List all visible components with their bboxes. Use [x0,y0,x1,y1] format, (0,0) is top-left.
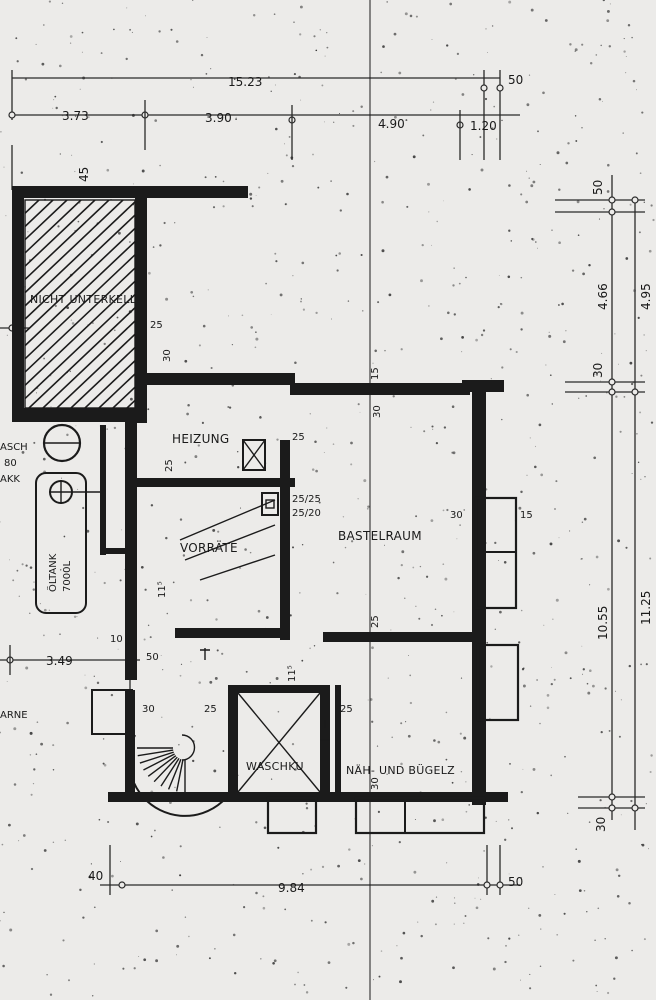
dim-seg-2: 3.90 [205,111,232,125]
chimney [261,492,279,516]
wall-30e: 30 [370,777,381,790]
spiral-staircase [91,689,236,817]
window-right-2 [476,643,520,722]
wall-2520: 25/20 [292,508,321,519]
dim-left-50: 50 [146,652,159,663]
wall-25f: 25 [340,704,353,715]
window-bottom-2 [354,796,486,835]
tank-label-2: 7000L [62,561,73,592]
room-heizung: HEIZUNG [172,432,230,446]
wall-25e: 25 [204,704,217,715]
dim-right-495: 4.95 [639,283,653,310]
side-asch: ASCH [0,442,28,453]
dim-top-right-edge: 50 [508,73,523,87]
wall-25c: 25 [164,459,175,472]
wall-11b: 11⁵ [287,665,298,682]
dim-right-1055: 10.55 [596,606,610,640]
window-bottom-1 [266,796,318,835]
wall-25d: 25 [370,615,381,628]
dimension-texts: 15.23 50 3.73 3.90 4.90 1.20 45 50 4.66 … [0,73,653,895]
dim-seg-1: 3.73 [62,109,89,123]
dim-right-30b: 30 [594,817,608,832]
wall-30b: 30 [372,405,383,418]
dim-top-total: 15.23 [228,75,262,89]
dim-left-349: 3.49 [46,654,73,668]
dim-bottom-984: 9.84 [278,881,305,895]
wall-25a: 25 [150,320,163,331]
dim-seg-3: 4.90 [378,117,405,131]
dim-bottom-50: 50 [508,875,523,889]
room-waschkueche: WASCHKU [246,760,304,773]
dim-seg-4: 1.20 [470,119,497,133]
dim-right-466: 4.66 [596,283,610,310]
wall-30a: 30 [162,349,173,362]
room-vorraete: VORRÄTE [180,540,238,555]
room-naeh-buegel: NÄH- UND BÜGELZ [346,764,455,777]
hatched-area [24,199,136,409]
oil-tank [35,472,87,614]
wall-30d: 30 [142,704,155,715]
wall-30c: 30 [450,510,463,521]
dim-right-30a: 30 [591,363,605,378]
boiler-symbol [242,439,266,471]
side-akk: AKK [0,474,20,485]
room-labels: NICHT UNTERKELL HEIZUNG VORRÄTE BASTELRA… [30,293,455,777]
dim-right-1125: 11.25 [639,591,653,625]
wall-15a: 15 [370,367,381,380]
room-bastelraum: BASTELRAUM [338,529,422,543]
wall-15b: 15 [520,510,533,521]
dim-left-10: 10 [110,634,123,645]
dim-bottom-40: 40 [88,869,103,883]
dim-right-50: 50 [591,180,605,195]
wall-2525: 25/25 [292,494,321,505]
room-nicht-unterkellert: NICHT UNTERKELL [30,293,137,306]
wall-25b: 25 [292,432,305,443]
dim-wall-45: 45 [77,167,91,182]
fixtures [35,423,520,835]
side-80: 80 [4,458,17,469]
wall-11a: 11⁵ [157,581,168,598]
side-arne: ARNE [0,710,28,721]
tank-label-1: ÖLTANK [46,553,59,592]
